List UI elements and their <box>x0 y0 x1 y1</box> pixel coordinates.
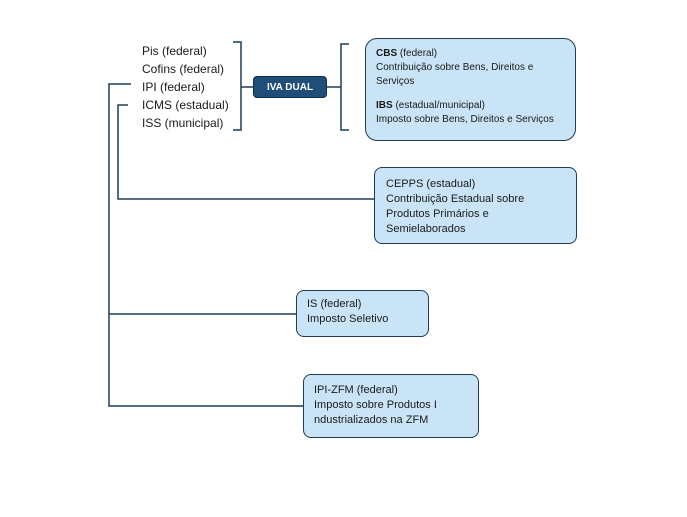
tax-item-iss: ISS (municipal) <box>142 116 224 130</box>
is-line-1: Imposto Seletivo <box>307 313 389 325</box>
tax-item-pis: Pis (federal) <box>142 44 207 58</box>
ibs-acronym: IBS <box>376 100 393 111</box>
tax-item-icms: ICMS (estadual) <box>142 98 229 112</box>
cepps-line-1: Contribuição Estadual sobre <box>386 193 525 205</box>
cepps-title: CEPPS (estadual) <box>386 178 476 190</box>
cepps-line-2: Produtos Primários e <box>386 208 489 220</box>
cepps-box: CEPPS (estadual) Contribuição Estadual s… <box>374 167 577 244</box>
ipi-zfm-line-1: Imposto sobre Produtos I <box>314 399 437 411</box>
ibs-heading: IBS (estadual/municipal) <box>376 99 565 113</box>
cepps-line-3: Semielaborados <box>386 223 466 235</box>
is-box: IS (federal) Imposto Seletivo <box>296 290 429 337</box>
ipi-zfm-title: IPI-ZFM (federal) <box>314 384 398 396</box>
tax-item-cofins: Cofins (federal) <box>142 62 225 76</box>
ipi-zfm-line-2: ndustrializados na ZFM <box>314 414 429 426</box>
is-title: IS (federal) <box>307 298 362 310</box>
tax-list-brace <box>233 41 242 131</box>
ipi-zfm-box: IPI-ZFM (federal) Imposto sobre Produtos… <box>303 374 479 438</box>
cbs-scope: (federal) <box>397 48 438 59</box>
cbs-name-line-2: Serviços <box>376 76 415 87</box>
ibs-scope: (estadual/municipal) <box>392 100 485 111</box>
ipi-to-ipi-zfm-connector <box>108 83 303 407</box>
icms-to-cepps-connector <box>117 104 374 200</box>
spacer <box>376 89 565 99</box>
cbs-ibs-box: CBS (federal) Contribuição sobre Bens, D… <box>365 38 576 141</box>
tax-item-ipi: IPI (federal) <box>142 80 205 94</box>
cbs-ibs-bracket <box>340 43 349 131</box>
cbs-name-line-1: Contribuição sobre Bens, Direitos e <box>376 62 534 73</box>
iva-dual-badge: IVA DUAL <box>253 76 327 98</box>
cbs-heading: CBS (federal) <box>376 47 565 61</box>
ibs-name: Imposto sobre Bens, Direitos e Serviços <box>376 114 554 125</box>
cbs-acronym: CBS <box>376 48 398 59</box>
